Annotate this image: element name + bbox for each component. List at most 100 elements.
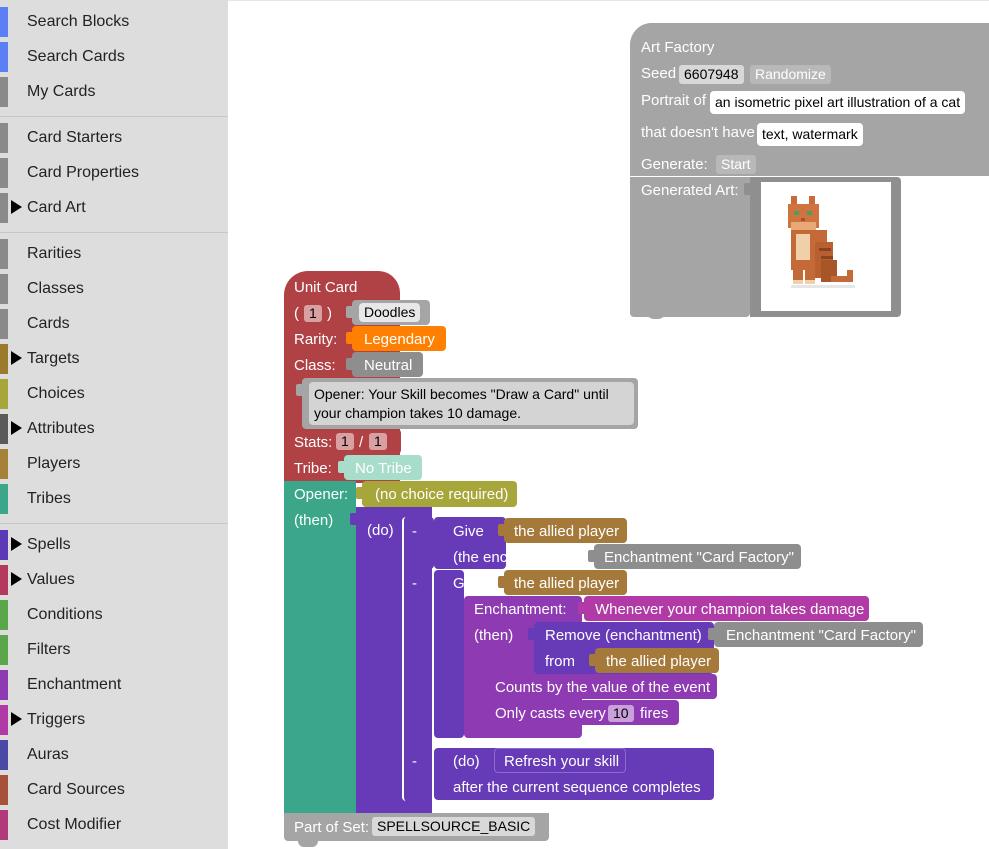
part-of-set-label: Part of Set: — [294, 819, 370, 836]
connector-icon — [350, 513, 356, 525]
counts-block[interactable] — [485, 674, 717, 699]
category-rarities[interactable]: Rarities — [0, 236, 228, 271]
category-search-cards[interactable]: Search Cards — [0, 39, 228, 74]
connector-icon — [498, 524, 504, 536]
category-targets[interactable]: Targets — [0, 341, 228, 376]
block-notch — [646, 301, 666, 319]
category-color-swatch — [0, 705, 8, 735]
category-attributes[interactable]: Attributes — [0, 411, 228, 446]
category-cost-modifier[interactable]: Cost Modifier — [0, 807, 228, 842]
class-value[interactable]: Neutral — [364, 357, 413, 374]
negative-prompt-field[interactable]: text, watermark — [757, 123, 863, 146]
category-values[interactable]: Values — [0, 562, 228, 597]
expand-arrow-icon[interactable] — [11, 421, 22, 435]
description-line-2: your champion takes 10 damage. — [314, 405, 522, 421]
category-players[interactable]: Players — [0, 446, 228, 481]
category-my-cards[interactable]: My Cards — [0, 74, 228, 109]
category-color-swatch — [0, 740, 8, 770]
randomize-button[interactable]: Randomize — [750, 65, 831, 84]
category-label: Values — [27, 571, 75, 588]
category-conditions[interactable]: Conditions — [0, 597, 228, 632]
category-color-swatch — [0, 530, 8, 560]
seed-value-field[interactable]: 6607948 — [679, 65, 744, 84]
connector-icon — [498, 576, 504, 588]
category-label: Players — [27, 455, 81, 472]
rarity-value[interactable]: Legendary — [364, 331, 435, 348]
enchantment-ref-block-2[interactable] — [714, 622, 923, 647]
category-auras[interactable]: Auras — [0, 737, 228, 772]
give-label-2: Give — [453, 575, 484, 592]
only-casts-pre: Only casts every — [495, 705, 606, 722]
category-color-swatch — [0, 484, 8, 514]
category-cards[interactable]: Cards — [0, 306, 228, 341]
category-label: Cost Modifier — [27, 816, 122, 833]
attack-field[interactable]: 1 — [336, 433, 354, 450]
target-block-2[interactable] — [504, 570, 627, 595]
then-label: (then) — [294, 512, 334, 529]
connector-icon — [338, 461, 344, 473]
category-search-blocks[interactable]: Search Blocks — [0, 4, 228, 39]
category-card-starters[interactable]: Card Starters — [0, 120, 228, 155]
health-field[interactable]: 1 — [369, 433, 387, 450]
expand-arrow-icon[interactable] — [11, 712, 22, 726]
class-block[interactable] — [352, 352, 423, 377]
expand-arrow-icon[interactable] — [11, 351, 22, 365]
block-workspace[interactable]: Art Factory Seed 6607948 Randomize Portr… — [228, 0, 989, 849]
tribe-value[interactable]: No Tribe — [355, 460, 412, 477]
only-casts-block[interactable] — [485, 700, 679, 725]
cost-open-paren: ( — [294, 305, 299, 322]
rarity-block[interactable] — [352, 326, 446, 351]
category-classes[interactable]: Classes — [0, 271, 228, 306]
card-name-field[interactable]: Doodles — [359, 303, 421, 322]
category-tribes[interactable]: Tribes — [0, 481, 228, 516]
category-separator — [0, 116, 228, 117]
generated-art-row — [630, 177, 750, 317]
category-card-art[interactable]: Card Art — [0, 190, 228, 225]
category-color-swatch — [0, 193, 8, 223]
category-label: My Cards — [27, 83, 96, 100]
category-choices[interactable]: Choices — [0, 376, 228, 411]
category-label: Cards — [27, 315, 70, 332]
start-button[interactable]: Start — [716, 155, 756, 174]
refresh-skill-block[interactable] — [494, 748, 626, 773]
rarity-label: Rarity: — [294, 331, 338, 348]
from-label: from — [545, 653, 575, 670]
from-target-block[interactable] — [595, 648, 719, 673]
category-enchantment[interactable]: Enchantment — [0, 667, 228, 702]
category-color-swatch — [0, 77, 8, 107]
only-casts-value-field[interactable]: 10 — [608, 705, 634, 722]
category-color-swatch — [0, 158, 8, 188]
category-filters[interactable]: Filters — [0, 632, 228, 667]
category-card-sources[interactable]: Card Sources — [0, 772, 228, 807]
opener-choice-block[interactable] — [362, 481, 517, 507]
cat-pixel-art-icon — [788, 196, 855, 288]
category-color-swatch — [0, 414, 8, 444]
portrait-prompt-field[interactable]: an isometric pixel art illustration of a… — [710, 91, 966, 114]
category-card-properties[interactable]: Card Properties — [0, 155, 228, 190]
give-block-2[interactable] — [434, 570, 464, 738]
expand-arrow-icon[interactable] — [11, 200, 22, 214]
category-label: Classes — [27, 280, 84, 297]
connector-icon — [708, 628, 714, 640]
statement-1-bg — [404, 517, 434, 569]
give-block-1[interactable] — [434, 517, 506, 569]
connector-icon — [744, 183, 750, 195]
stats-separator: / — [359, 434, 364, 451]
connector-icon — [356, 487, 362, 499]
set-value-field[interactable]: SPELLSOURCE_BASIC — [372, 817, 536, 836]
category-label: Card Sources — [27, 781, 125, 798]
opener-block[interactable] — [284, 481, 356, 813]
expand-arrow-icon[interactable] — [11, 572, 22, 586]
category-label: Search Cards — [27, 48, 125, 65]
trigger-block[interactable] — [584, 596, 869, 621]
description-field[interactable]: Opener: Your Skill becomes "Draw a Card"… — [309, 382, 634, 425]
expand-arrow-icon[interactable] — [11, 537, 22, 551]
target-block-1[interactable] — [504, 518, 627, 543]
category-spells[interactable]: Spells — [0, 527, 228, 562]
tribe-block[interactable] — [344, 455, 422, 480]
category-triggers[interactable]: Triggers — [0, 702, 228, 737]
only-casts-post: fires — [640, 705, 669, 722]
mana-cost-field[interactable]: 1 — [304, 305, 322, 322]
enchantment-ref-block-1[interactable] — [594, 544, 801, 569]
seed-label: Seed — [641, 65, 677, 82]
